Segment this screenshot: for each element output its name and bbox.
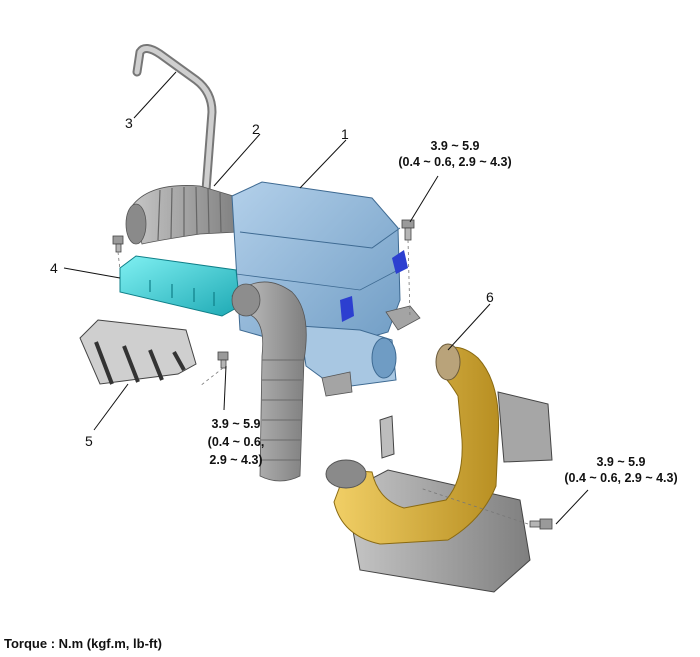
torque-middle-line2: (0.4 ~ 0.6,: [208, 435, 265, 449]
bolt-middle: [217, 351, 229, 369]
resonator-duct: [325, 343, 500, 545]
torque-units-note: Torque : N.m (kgf.m, lb-ft): [4, 636, 162, 651]
bolt-bottom-right: [529, 518, 553, 530]
torque-spec-top-right: 3.9 ~ 5.9 (0.4 ~ 0.6, 2.9 ~ 4.3): [398, 139, 511, 169]
torque-bottom-right-line1: 3.9 ~ 5.9: [597, 455, 646, 469]
callout-3: 3: [125, 115, 133, 131]
torque-top-right-line1: 3.9 ~ 5.9: [431, 139, 480, 153]
callout-5: 5: [85, 433, 93, 449]
air-duct: [119, 255, 241, 317]
air-guide: [79, 319, 197, 385]
breather-hose: [132, 44, 217, 195]
intake-hose: [125, 185, 241, 245]
callout-6: 6: [486, 289, 494, 305]
leader-lines: [63, 71, 589, 525]
air-hose: [231, 281, 307, 482]
callout-1: 1: [341, 126, 349, 142]
torque-middle-line3: 2.9 ~ 4.3): [209, 453, 262, 467]
bolt-top-right: [401, 219, 415, 241]
torque-middle-line1: 3.9 ~ 5.9: [212, 417, 261, 431]
torque-spec-bottom-right: 3.9 ~ 5.9 (0.4 ~ 0.6, 2.9 ~ 4.3): [564, 455, 677, 485]
callout-4: 4: [50, 260, 58, 276]
torque-spec-middle: 3.9 ~ 5.9 (0.4 ~ 0.6, 2.9 ~ 4.3): [208, 417, 265, 467]
callout-2: 2: [252, 121, 260, 137]
assembly-dashed-lines: [117, 239, 529, 525]
torque-bottom-right-line2: (0.4 ~ 0.6, 2.9 ~ 4.3): [564, 471, 677, 485]
bolt-duct: [112, 235, 124, 253]
torque-top-right-line2: (0.4 ~ 0.6, 2.9 ~ 4.3): [398, 155, 511, 169]
